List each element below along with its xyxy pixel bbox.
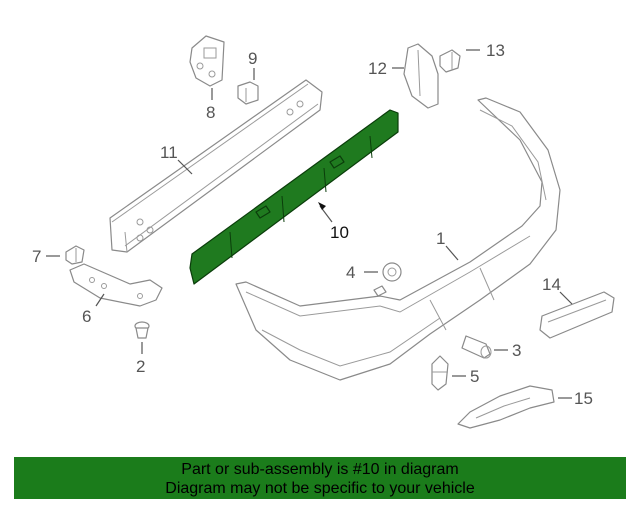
part-14-reflector[interactable] (539, 291, 615, 339)
part-8-bracket[interactable] (189, 35, 225, 87)
callout-11[interactable]: 11 (160, 143, 178, 162)
leader-1 (445, 245, 459, 261)
part-4-clip[interactable] (382, 262, 402, 282)
banner-line-1: Part or sub-assembly is #10 in diagram (181, 461, 459, 478)
callout-8[interactable]: 8 (206, 103, 215, 122)
callout-3[interactable]: 3 (512, 341, 521, 360)
leader-6 (95, 293, 105, 307)
part-10-energy-absorber[interactable] (189, 109, 399, 285)
part-7-bolt[interactable] (65, 245, 85, 265)
callout-12[interactable]: 12 (368, 59, 387, 78)
callout-7[interactable]: 7 (32, 247, 41, 266)
part-9-bolt[interactable] (237, 81, 259, 105)
callout-2[interactable]: 2 (136, 357, 145, 376)
part-13-bolt[interactable] (439, 49, 461, 73)
callout-4[interactable]: 4 (346, 263, 355, 282)
parts-diagram: 11 8 9 10 12 13 (32, 35, 615, 429)
callout-1[interactable]: 1 (436, 229, 445, 248)
leader-11 (177, 159, 193, 175)
part-11-reinforcement-beam[interactable] (109, 79, 323, 253)
callout-9[interactable]: 9 (248, 49, 257, 68)
part-5-push-clip[interactable] (431, 355, 449, 391)
banner-line-2: Diagram may not be specific to your vehi… (165, 480, 475, 497)
leader-14 (559, 291, 573, 305)
part-3-rivet[interactable] (461, 335, 492, 359)
leader-10-arrow (318, 202, 326, 210)
callout-15[interactable]: 15 (574, 389, 593, 408)
callout-13[interactable]: 13 (486, 41, 505, 60)
part-1-bumper-cover[interactable] (235, 97, 561, 381)
callout-5[interactable]: 5 (470, 367, 479, 386)
info-banner: Part or sub-assembly is #10 in diagram D… (14, 457, 626, 499)
callout-6[interactable]: 6 (82, 307, 91, 326)
part-2-push-clip[interactable] (134, 321, 150, 339)
callout-10[interactable]: 10 (330, 223, 349, 242)
callout-14[interactable]: 14 (542, 275, 561, 294)
part-6-side-bracket[interactable] (69, 263, 163, 307)
part-15-splash-guard[interactable] (457, 385, 555, 429)
part-12-side-bracket[interactable] (403, 43, 439, 109)
